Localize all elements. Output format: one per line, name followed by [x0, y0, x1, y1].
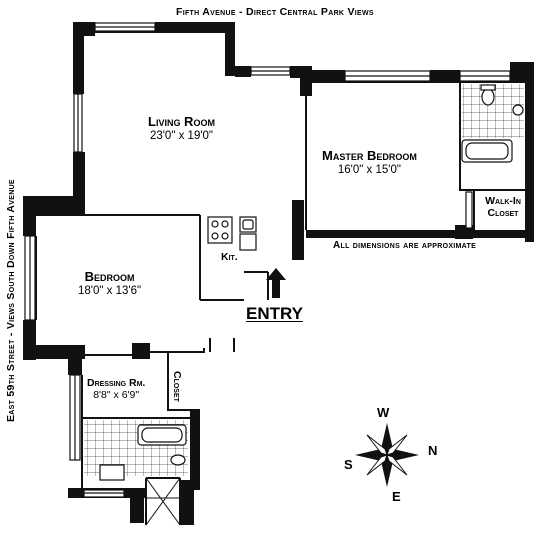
compass-s: S	[344, 457, 353, 472]
master-bedroom-dims: 16'0" x 15'0"	[337, 163, 401, 176]
compass-e: E	[392, 489, 401, 504]
hatch	[145, 477, 181, 526]
compass-rose	[355, 423, 419, 487]
closet-label: Closet	[171, 371, 183, 402]
entry-arrow	[266, 268, 286, 298]
compass-n: N	[428, 443, 438, 458]
dressing-room-label: Dressing Rm. 8'8" x 6'9"	[87, 377, 145, 401]
entry-label: ENTRY	[246, 304, 303, 323]
walk-in-closet-label: Walk-In Closet	[478, 195, 528, 219]
dressing-room-name: Dressing Rm.	[87, 377, 146, 389]
walk-in-line2: Closet	[487, 207, 519, 220]
master-bedroom-name: Master Bedroom	[322, 148, 417, 163]
kitchen-label: Kit.	[221, 251, 238, 263]
dimensions-note: All dimensions are approximate	[333, 240, 477, 251]
master-bedroom-label: Master Bedroom 16'0" x 15'0"	[322, 148, 417, 177]
living-room-dims: 23'0" x 19'0"	[149, 129, 214, 142]
living-room-name: Living Room	[148, 114, 215, 129]
thin-walls	[35, 31, 534, 525]
bedroom-name: Bedroom	[84, 269, 135, 284]
dressing-room-dims: 8'8" x 6'9"	[93, 389, 140, 402]
walk-in-line1: Walk-In	[485, 195, 521, 207]
bedroom-label: Bedroom 18'0" x 13'6"	[78, 269, 142, 298]
street-label-top: Fifth Avenue - Direct Central Park Views	[176, 6, 374, 18]
compass-w: W	[377, 405, 390, 420]
living-room-label: Living Room 23'0" x 19'0"	[148, 114, 215, 143]
street-label-side: East 59th Street - Views South Down Fift…	[5, 179, 17, 422]
fixtures	[99, 84, 524, 481]
windows	[24, 22, 511, 498]
bedroom-dims: 18'0" x 13'6"	[78, 284, 142, 297]
